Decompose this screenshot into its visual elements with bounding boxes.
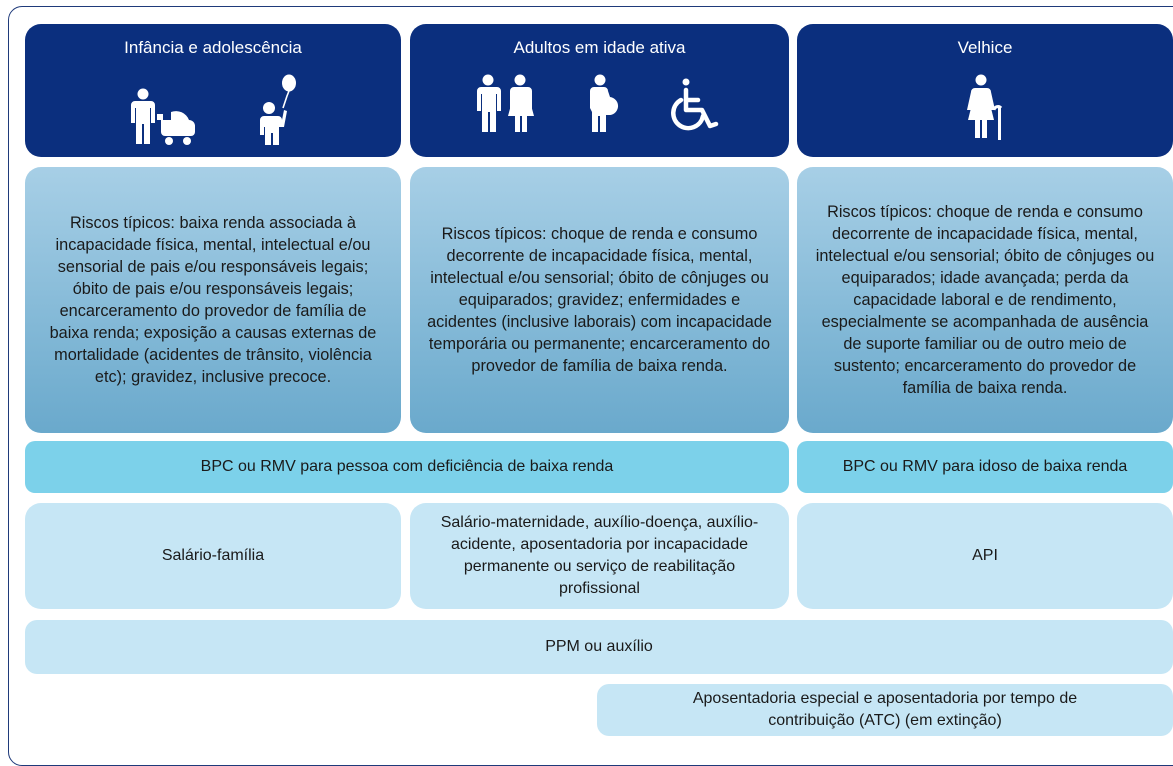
header-adults-title: Adultos em idade ativa (513, 38, 686, 57)
header-elderly-title: Velhice (957, 38, 1013, 57)
risks-elderly: Riscos típicos: choque de renda e consum… (797, 167, 1173, 433)
adult-with-stroller-icon (131, 88, 195, 145)
special-retirement-box: Aposentadoria especial e aposentadoria p… (597, 684, 1173, 736)
benefit-adults: Salário-maternidade, auxílio-doença, aux… (410, 503, 789, 609)
bpc-elderly-text: BPC ou RMV para idoso de baixa renda (842, 458, 1128, 475)
special-retirement-text: Aposentadoria especial e aposentadoria p… (692, 690, 1078, 729)
header-adults: Adultos em idade ativa (410, 24, 789, 157)
risks-childhood-text: Riscos típicos: baixa renda associada à … (49, 214, 377, 386)
benefit-adults-text: Salário-maternidade, auxílio-doença, aux… (440, 514, 759, 597)
benefit-elderly-text: API (972, 547, 998, 564)
risks-adults-text: Riscos típicos: choque de renda e consum… (427, 225, 772, 375)
ppm-box: PPM ou auxílio (25, 620, 1173, 674)
couple-icon (476, 74, 534, 132)
bpc-elderly: BPC ou RMV para idoso de baixa renda (797, 441, 1173, 493)
pregnant-woman-icon (589, 74, 618, 132)
ppm-text: PPM ou auxílio (545, 638, 653, 655)
bpc-disability: BPC ou RMV para pessoa com deficiência d… (25, 441, 789, 493)
benefit-elderly: API (797, 503, 1173, 609)
risks-elderly-text: Riscos típicos: choque de renda e consum… (815, 203, 1155, 397)
header-childhood: Infância e adolescência (25, 24, 401, 157)
wheelchair-icon (670, 78, 718, 131)
risks-adults: Riscos típicos: choque de renda e consum… (410, 167, 789, 433)
benefit-childhood: Salário-família (25, 503, 401, 609)
elderly-woman-with-cane-icon (967, 74, 1003, 140)
risks-childhood: Riscos típicos: baixa renda associada à … (25, 167, 401, 433)
child-with-balloon-icon (260, 74, 296, 145)
header-elderly: Velhice (797, 24, 1173, 157)
header-childhood-title: Infância e adolescência (124, 38, 302, 57)
bpc-disability-text: BPC ou RMV para pessoa com deficiência d… (200, 458, 614, 475)
benefit-childhood-text: Salário-família (161, 547, 265, 564)
